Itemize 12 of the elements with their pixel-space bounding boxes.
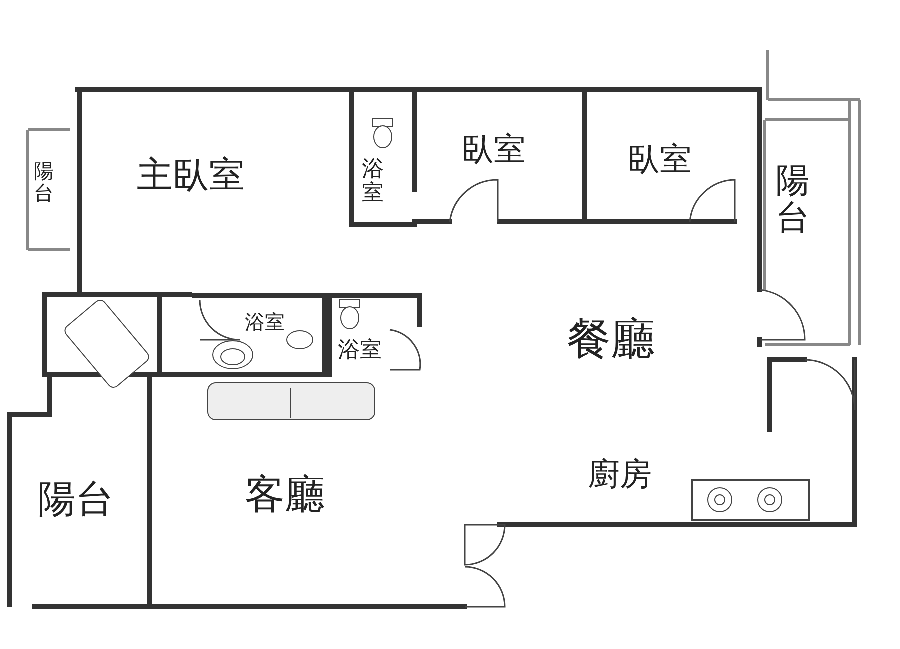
room-label: 浴室 bbox=[362, 158, 384, 206]
room-label: 客廳 bbox=[245, 475, 325, 515]
room-label: 浴室 bbox=[338, 340, 382, 362]
room-label: 浴室 bbox=[245, 312, 285, 332]
room-label: 餐廳 bbox=[567, 318, 655, 362]
room-label: 陽台 bbox=[38, 480, 114, 518]
room-label: 主臥室 bbox=[137, 158, 245, 194]
room-label: 臥室 bbox=[462, 133, 526, 165]
room-label: 陽台 bbox=[776, 163, 810, 238]
room-label: 陽台 bbox=[34, 160, 54, 204]
room-label: 臥室 bbox=[628, 143, 692, 175]
room-label: 廚房 bbox=[588, 458, 652, 490]
